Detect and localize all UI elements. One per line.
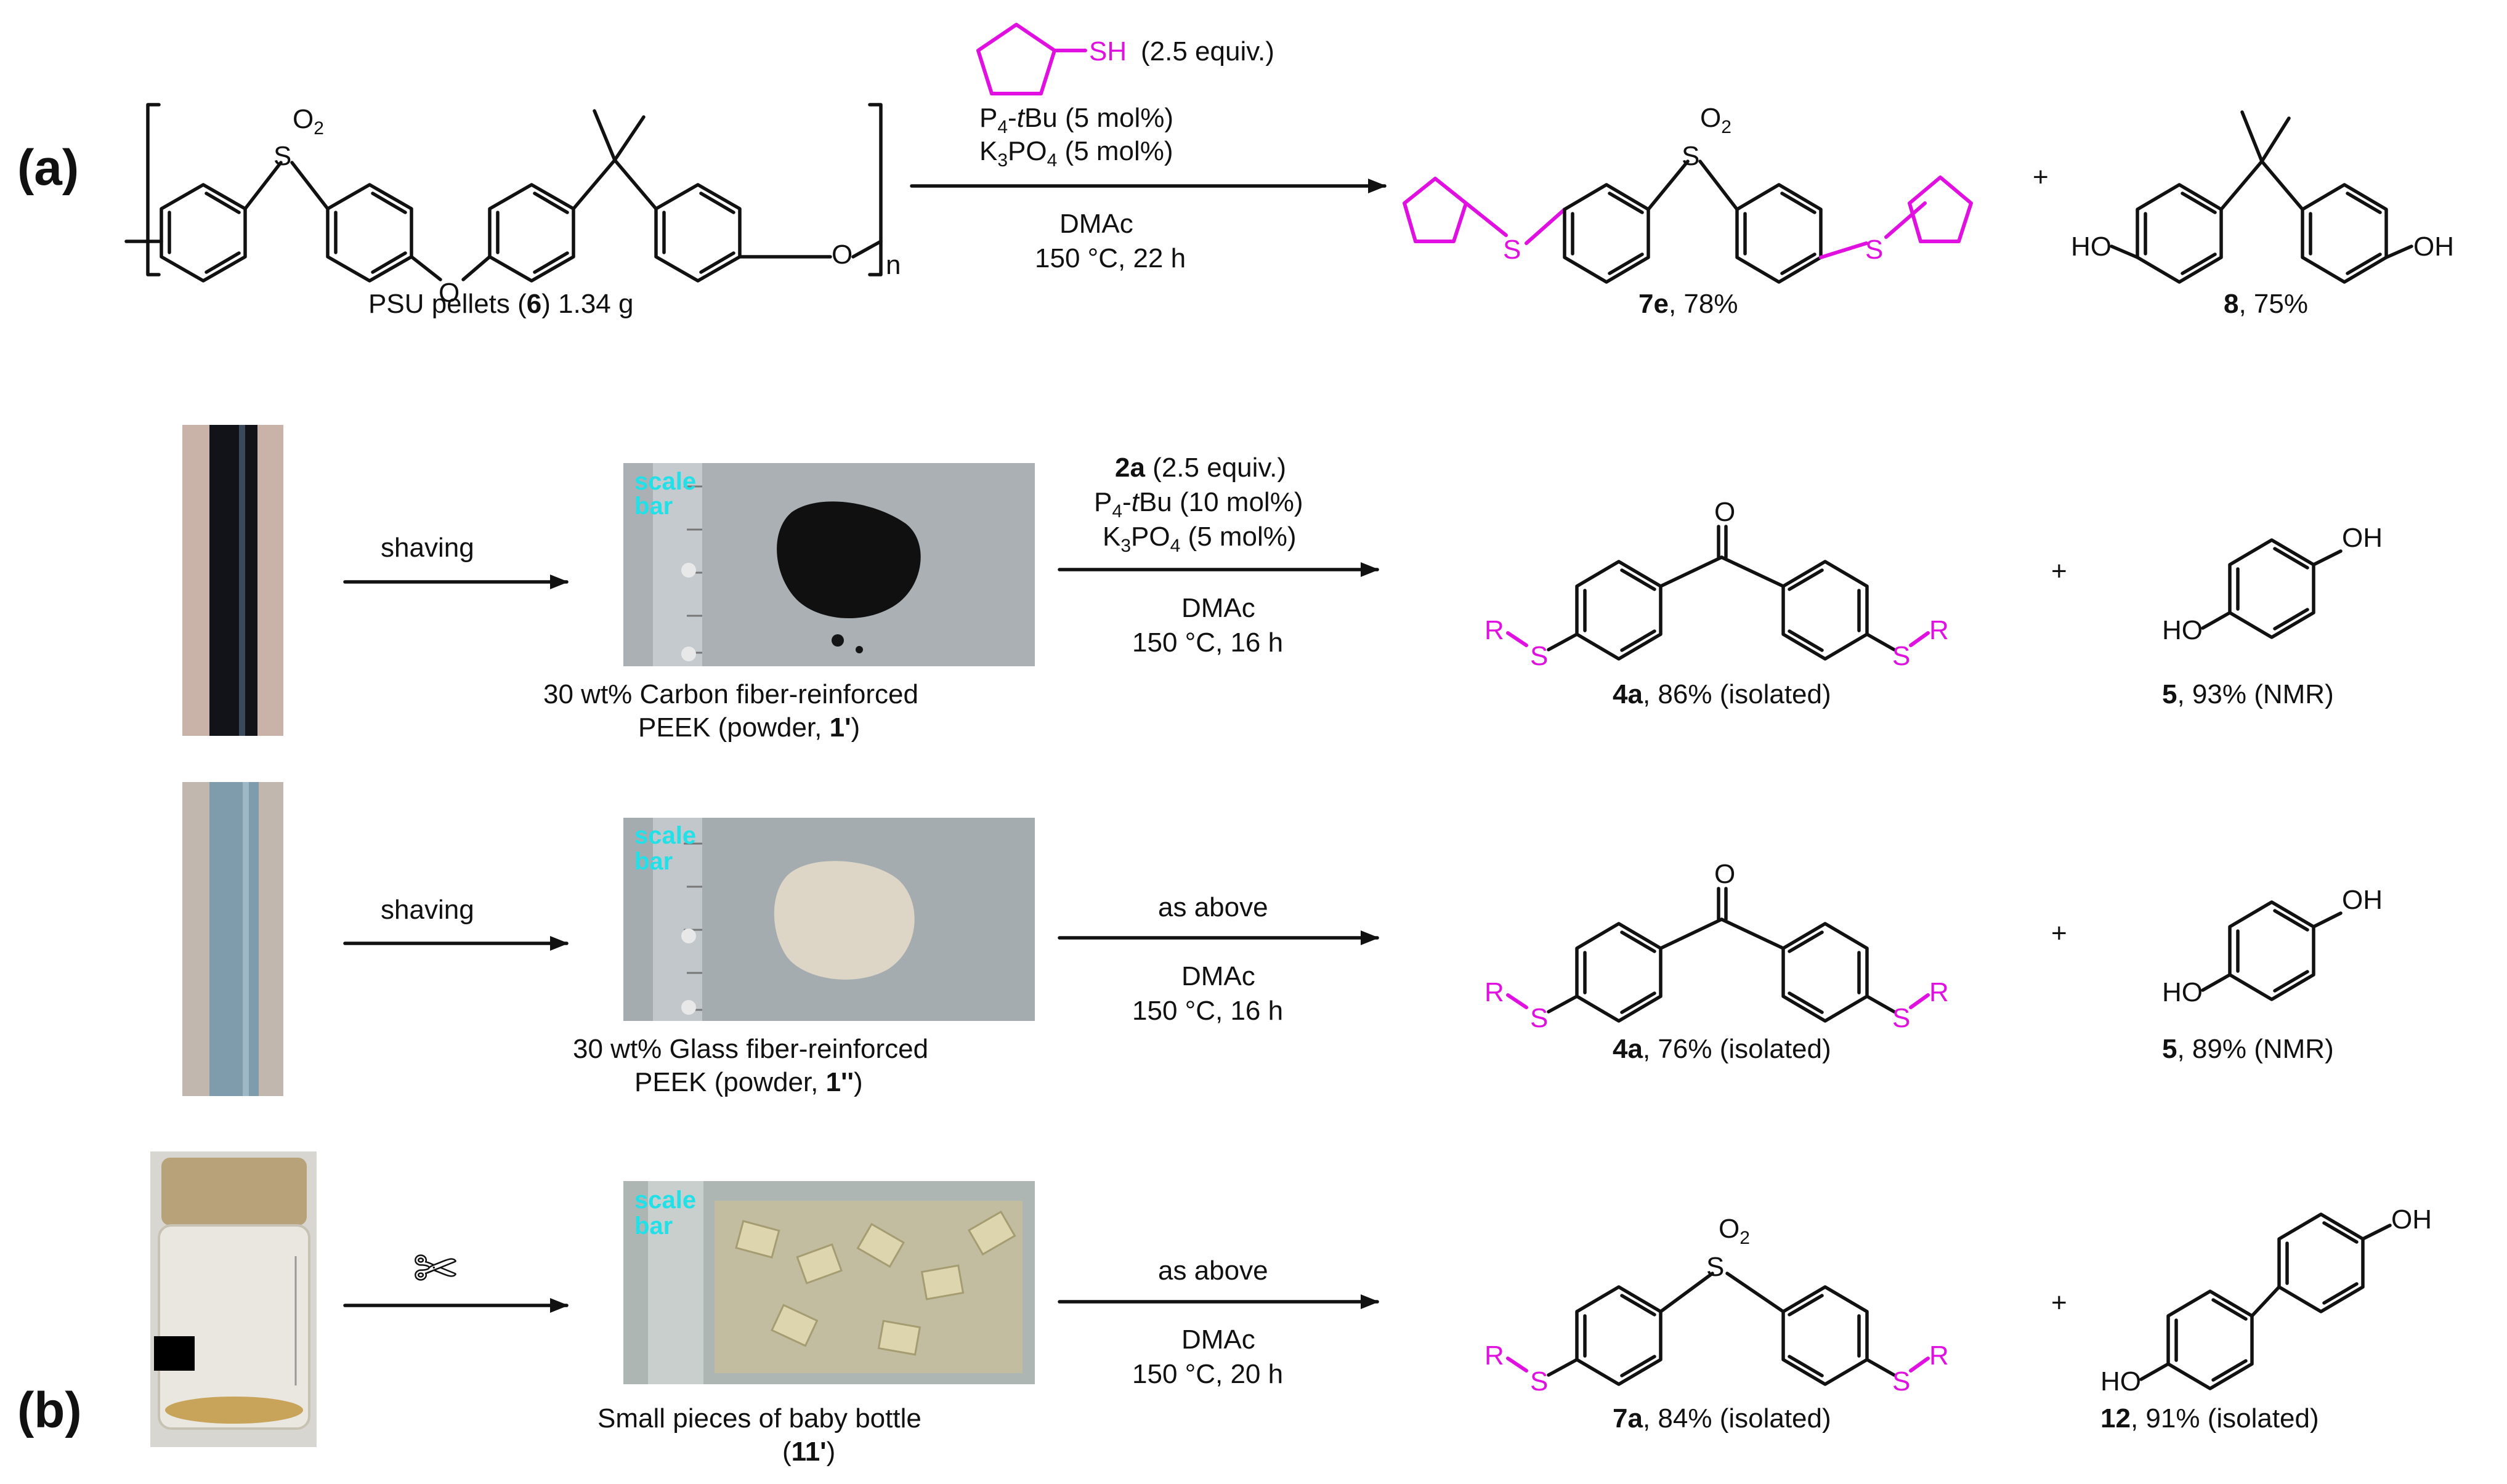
s-left: S <box>1530 641 1548 671</box>
plus-a: + <box>2033 162 2049 192</box>
photo-bottle-pieces: scale bar <box>623 1181 1035 1384</box>
panel-label-b: (b) <box>17 1382 82 1438</box>
photo-baby-bottle <box>150 1151 317 1447</box>
scale-bar-label-2b: bar <box>634 848 673 875</box>
bpa-ho: HO <box>2071 232 2112 262</box>
solvent-b3: DMAc <box>1181 1325 1255 1355</box>
product-5-label-2: 5, 89% (NMR) <box>2162 1034 2334 1064</box>
scale-bar-label-3b: bar <box>634 1212 673 1240</box>
photo-gf-peek-powder: scale bar <box>623 818 1035 1021</box>
scale-bar-label-2a: scale <box>634 822 696 849</box>
caption-cf-peek-line1: 30 wt% Carbon fiber-reinforced <box>543 679 918 709</box>
bp-oh: OH <box>2391 1204 2432 1235</box>
product-8-label: 8, 75% <box>2224 289 2308 319</box>
scale-bar-label-3a: scale <box>634 1187 696 1214</box>
product-sulfone-o2: O2 <box>1700 103 1731 137</box>
step-shaving-1: shaving <box>381 533 474 563</box>
caption-gf-peek-line2: PEEK (powder, 1'') <box>634 1067 863 1097</box>
sulfone-o2: O2 <box>293 104 324 139</box>
solvent-b2: DMAc <box>1181 961 1255 991</box>
solvent-a: DMAc <box>1059 209 1133 239</box>
s-left-2: S <box>1530 1003 1548 1033</box>
r-group-right-2: R <box>1929 977 1949 1007</box>
hq-oh-1: OH <box>2342 523 2383 553</box>
ether-o-2: O <box>832 240 853 270</box>
r-group-left-2: R <box>1484 977 1504 1007</box>
product-7a-label: 7a, 84% (isolated) <box>1613 1403 1831 1434</box>
bp-ho: HO <box>2100 1366 2141 1397</box>
panel-label-a: (a) <box>17 140 79 196</box>
product-12-label: 12, 91% (isolated) <box>2100 1403 2319 1434</box>
conditions-b1: 150 °C, 16 h <box>1132 627 1283 658</box>
thiol-sh: SH <box>1089 36 1127 67</box>
scissors-icon: ✄ <box>413 1240 457 1299</box>
ketone-o-2: O <box>1714 859 1735 889</box>
r-group-right-3: R <box>1929 1341 1949 1371</box>
product-5-label-1: 5, 93% (NMR) <box>2162 679 2334 709</box>
hq-ho-1: HO <box>2162 615 2203 645</box>
product-7a-sulfone-s: S <box>1706 1252 1724 1282</box>
ether-o-1: O <box>439 278 460 308</box>
product-4a-structure-2: R S O S R <box>1484 859 1949 1033</box>
photo-cf-peek-powder: scale bar <box>623 463 1035 666</box>
product-12-structure: HO OH <box>2100 1204 2432 1397</box>
s-right-2: S <box>1892 1003 1910 1033</box>
repeat-unit-n: n <box>886 250 901 280</box>
base-p4tbu-b: P4-tBu (10 mol%) <box>1094 487 1303 522</box>
s-right-3: S <box>1892 1366 1910 1397</box>
product-7a-sulfone-o2: O2 <box>1719 1214 1750 1248</box>
caption-gf-peek-line1: 30 wt% Glass fiber-reinforced <box>573 1034 928 1064</box>
bpa-oh: OH <box>2413 232 2454 262</box>
cyclopentanethiol-reagent: SH (2.5 equiv.) <box>976 23 1274 95</box>
caption-baby-bottle-line1: Small pieces of baby bottle <box>597 1403 921 1434</box>
photo-glass-fiber-rod <box>182 782 283 1096</box>
sulfone-s: S <box>273 141 291 171</box>
product-4a-structure-1: R S O S R <box>1484 497 1949 671</box>
scale-bar-label-1a: scale <box>634 468 696 495</box>
solvent-b1: DMAc <box>1181 593 1255 623</box>
ketone-o-1: O <box>1714 497 1735 527</box>
thioether-s-left: S <box>1503 235 1521 265</box>
reagent-equiv-a: (2.5 equiv.) <box>1141 36 1274 67</box>
reagent-2a: 2a (2.5 equiv.) <box>1115 453 1286 483</box>
r-group-right: R <box>1929 615 1949 645</box>
product-4a-label-2: 4a, 76% (isolated) <box>1613 1034 1831 1064</box>
conditions-b3: 150 °C, 20 h <box>1132 1359 1283 1389</box>
caption-baby-bottle-line2: (11') <box>782 1437 835 1467</box>
s-left-3: S <box>1530 1366 1548 1397</box>
psu-pellets-label: PSU pellets (6) 1.34 g <box>368 289 633 319</box>
hq-oh-2: OH <box>2342 885 2383 915</box>
caption-cf-peek-line2: PEEK (powder, 1') <box>638 712 860 743</box>
product-8-structure: HO OH <box>2071 110 2454 284</box>
r-group-left: R <box>1484 615 1504 645</box>
base-k3po4-a: K3PO4 (5 mol%) <box>979 136 1173 171</box>
thioether-s-right: S <box>1865 235 1883 265</box>
psu-polymer-structure: n S O2 O O <box>124 103 901 308</box>
s-right: S <box>1892 641 1910 671</box>
conditions-a: 150 °C, 22 h <box>1035 243 1186 273</box>
hq-ho-2: HO <box>2162 977 2203 1007</box>
product-7a-structure: R S S O2 S R <box>1484 1214 1949 1397</box>
scale-bar-label-1b: bar <box>634 493 673 520</box>
base-k3po4-b: K3PO4 (5 mol%) <box>1103 522 1297 556</box>
step-shaving-2: shaving <box>381 895 474 925</box>
product-sulfone-s: S <box>1682 141 1699 171</box>
r-group-left-3: R <box>1484 1341 1504 1371</box>
product-7e-structure: S S O2 S <box>1403 103 1973 284</box>
conditions-b2: 150 °C, 16 h <box>1132 996 1283 1026</box>
product-4a-label-1: 4a, 86% (isolated) <box>1613 679 1831 709</box>
product-7e-label: 7e, 78% <box>1638 289 1738 319</box>
plus-b2: + <box>2051 918 2067 948</box>
reagent-as-above-3: as above <box>1158 1256 1268 1286</box>
base-p4tbu-a: P4-tBu (5 mol%) <box>979 103 1173 137</box>
reagent-as-above-2: as above <box>1158 892 1268 922</box>
product-5-structure-1: HO OH <box>2162 523 2383 645</box>
plus-b3: + <box>2051 1288 2067 1318</box>
product-5-structure-2: HO OH <box>2162 885 2383 1007</box>
photo-carbon-fiber-rod <box>182 425 283 736</box>
plus-b1: + <box>2051 556 2067 586</box>
